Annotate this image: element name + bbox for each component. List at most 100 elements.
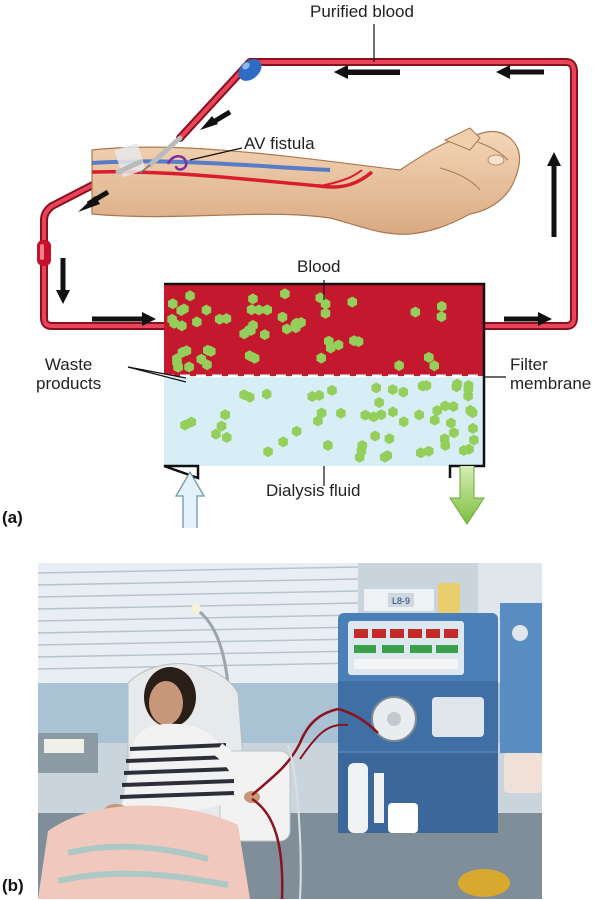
waste-particle xyxy=(333,339,344,351)
waste-particle xyxy=(327,384,337,396)
panel-label-b: (b) xyxy=(2,876,24,895)
waste-particle xyxy=(179,303,189,315)
waste-particle xyxy=(388,406,398,418)
waste-particle xyxy=(185,290,195,302)
waste-particle xyxy=(399,416,409,428)
panel-label-a: (a) xyxy=(2,508,23,527)
waste-particle xyxy=(468,422,478,434)
waste-particle xyxy=(370,430,380,442)
label-purified-blood: Purified blood xyxy=(310,2,414,21)
waste-particle xyxy=(173,361,183,373)
waste-particle xyxy=(437,300,447,312)
waste-particle xyxy=(316,407,327,419)
label-dialysis-fluid: Dialysis fluid xyxy=(266,481,361,500)
waste-particle xyxy=(168,298,178,310)
waste-particle xyxy=(416,447,426,459)
waste-particle xyxy=(379,451,390,463)
waste-particle xyxy=(249,352,260,364)
waste-particle xyxy=(214,313,225,325)
waste-particle xyxy=(248,293,258,305)
dialysis-fluid-outflow-arrow xyxy=(449,466,485,525)
leader-lines xyxy=(127,24,506,486)
waste-particle xyxy=(282,323,292,335)
waste-particle xyxy=(246,304,257,316)
waste-particle xyxy=(394,360,404,372)
waste-particle xyxy=(376,409,386,421)
machine-display-box xyxy=(388,593,414,607)
waste-particle xyxy=(245,391,255,403)
waste-particle xyxy=(202,359,212,371)
waste-particle xyxy=(307,391,317,402)
waste-particle xyxy=(167,313,177,325)
waste-particle xyxy=(446,417,456,429)
blood-tubing xyxy=(40,58,578,330)
waste-particle xyxy=(459,445,469,456)
waste-particle xyxy=(368,411,379,423)
waste-particle xyxy=(260,329,270,341)
dialysis-machine: L8-9 xyxy=(338,583,542,833)
waste-particle xyxy=(216,420,227,432)
waste-particle xyxy=(203,344,213,356)
waste-particle xyxy=(467,407,478,419)
waste-particle xyxy=(354,451,365,463)
waste-particle xyxy=(432,405,442,417)
waste-particle xyxy=(316,352,326,364)
waste-particle xyxy=(452,378,462,390)
waste-particle xyxy=(325,342,336,354)
waste-particle xyxy=(323,439,333,451)
waste-particle xyxy=(254,304,264,316)
waste-particle xyxy=(463,390,473,402)
waste-particle xyxy=(248,319,258,331)
waste-particle xyxy=(336,407,346,419)
waste-particle xyxy=(384,433,395,445)
waste-particles xyxy=(167,288,479,463)
label-waste-products: Waste products xyxy=(36,355,102,393)
waste-particle xyxy=(186,416,197,428)
waste-particle xyxy=(424,351,434,363)
patient xyxy=(104,667,260,825)
waste-particle xyxy=(201,304,212,316)
flow-arrows xyxy=(56,65,561,326)
waste-particle xyxy=(177,320,187,332)
machine-display: L8-9 xyxy=(392,596,410,606)
waste-particle xyxy=(414,409,424,421)
waste-particle xyxy=(313,415,323,427)
hemodialysis-diagram xyxy=(37,24,578,528)
waste-particle xyxy=(177,346,188,358)
waste-particle xyxy=(449,427,459,439)
waste-particle xyxy=(469,434,479,446)
waste-particle xyxy=(320,307,331,319)
tube-clamp-left xyxy=(37,240,51,266)
waste-particle xyxy=(278,436,288,448)
waste-particle xyxy=(211,428,221,440)
waste-particle xyxy=(220,409,230,421)
waste-particle xyxy=(371,382,381,394)
waste-particle xyxy=(360,409,370,421)
waste-particle xyxy=(280,288,290,300)
waste-particle xyxy=(320,298,331,310)
needle-arterial xyxy=(115,159,143,175)
waste-particle xyxy=(424,445,434,457)
label-av-fistula: AV fistula xyxy=(244,134,315,153)
waste-particle xyxy=(448,401,459,412)
waste-particle xyxy=(398,386,409,398)
waste-particle xyxy=(347,296,358,308)
waste-particle xyxy=(261,388,272,400)
waste-particle xyxy=(440,400,450,412)
waste-particle xyxy=(192,316,202,328)
patient-arm xyxy=(91,127,521,235)
waste-particle xyxy=(263,446,273,458)
waste-particle xyxy=(417,380,428,392)
waste-particle xyxy=(349,335,359,347)
label-filter-membrane: Filter membrane xyxy=(510,355,592,393)
waste-particle xyxy=(410,306,421,318)
dialysis-photo: L8-9 xyxy=(38,563,542,899)
waste-particle xyxy=(439,433,450,445)
waste-particle xyxy=(291,322,301,334)
waste-particle xyxy=(388,384,398,396)
waste-particle xyxy=(429,360,439,372)
waste-particle xyxy=(184,361,194,373)
waste-particle xyxy=(222,431,232,443)
waste-particle xyxy=(429,414,440,426)
label-blood: Blood xyxy=(297,257,341,276)
